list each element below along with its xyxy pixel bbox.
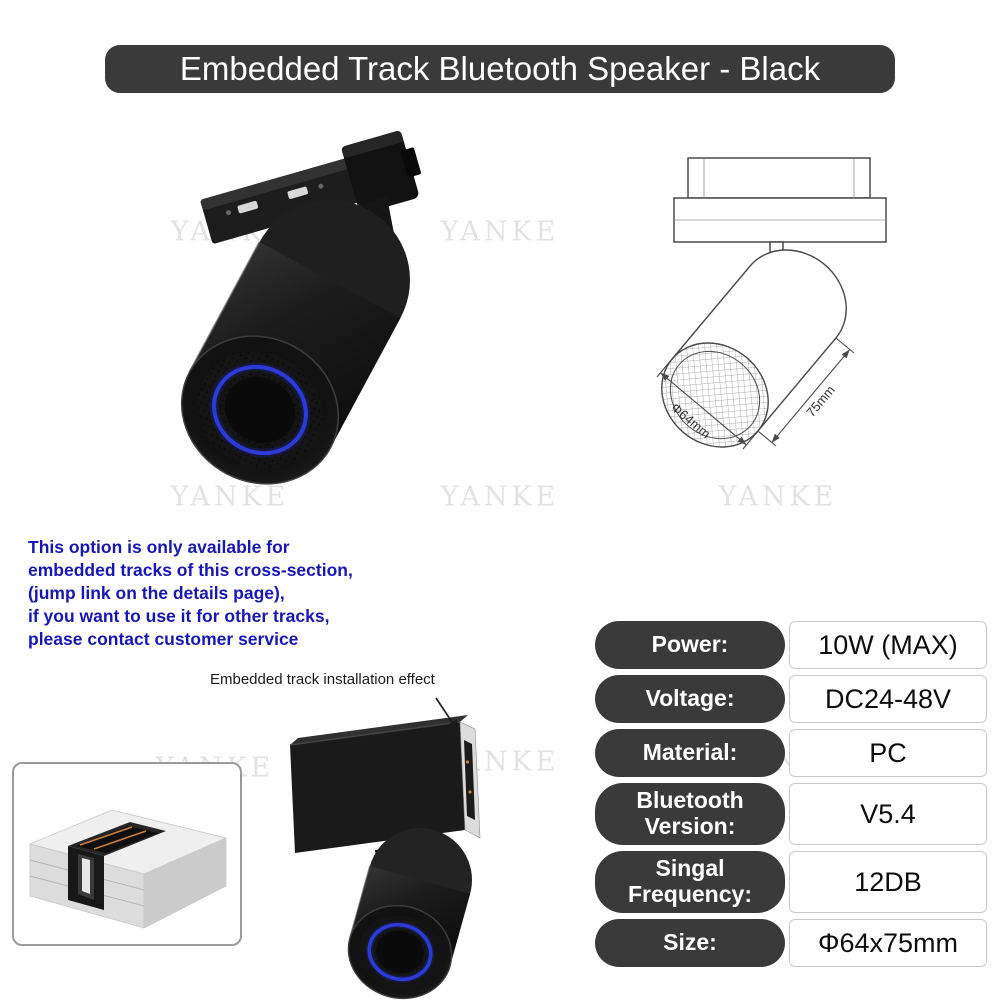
- spec-value: PC: [789, 729, 987, 777]
- availability-note: This option is only available for embedd…: [28, 536, 353, 651]
- spec-value: V5.4: [789, 783, 987, 845]
- copper-contact: [79, 826, 133, 846]
- diameter-dimension: [656, 358, 759, 450]
- note-line: please contact customer service: [28, 629, 299, 649]
- spec-label: Material:: [595, 729, 785, 777]
- track-body: [76, 826, 158, 853]
- spec-row-voltage: Voltage: DC24-48V: [595, 675, 987, 723]
- note-line: embedded tracks of this cross-section,: [28, 560, 353, 580]
- adapter-contact-slot: [237, 200, 259, 214]
- spec-label: Bluetooth Version:: [595, 783, 785, 845]
- watermark: YANKE: [440, 481, 560, 513]
- watermark: YANKE: [440, 216, 560, 248]
- blue-ring: [212, 364, 308, 456]
- product-photo-speaker: [180, 130, 421, 485]
- speaker-outline: [661, 249, 847, 448]
- spec-row-size: Size: Φ64x75mm: [595, 919, 987, 967]
- spec-label: Size:: [595, 919, 785, 967]
- spec-label: Voltage:: [595, 675, 785, 723]
- spec-value: Φ64x75mm: [789, 919, 987, 967]
- profile-right-face: [143, 837, 227, 929]
- spec-value: 10W (MAX): [789, 621, 987, 669]
- speaker-face: [347, 904, 453, 1000]
- track-cross-section-drawing: [28, 809, 228, 929]
- copper-contact: [93, 830, 147, 850]
- note-line: (jump link on the details page),: [28, 583, 285, 603]
- blue-ring: [367, 922, 433, 982]
- installation-caption: Embedded track installation effect: [210, 671, 435, 688]
- spec-row-power: Power: 10W (MAX): [595, 621, 987, 669]
- watermark: YANKE: [718, 481, 838, 513]
- title-banner: Embedded Track Bluetooth Speaker - Black: [105, 45, 895, 93]
- adapter-contact-slot: [287, 186, 309, 199]
- track-profile-outline: [673, 157, 887, 277]
- spec-value: 12DB: [789, 851, 987, 913]
- dimension-drawing: Φ64mm 75mm: [656, 157, 887, 450]
- spec-value: DC24-48V: [789, 675, 987, 723]
- page-title: Embedded Track Bluetooth Speaker - Black: [179, 50, 821, 87]
- watermark: YANKE: [170, 481, 290, 513]
- spec-table: Power: 10W (MAX) Voltage: DC24-48V Mater…: [595, 621, 987, 967]
- spec-row-material: Material: PC: [595, 729, 987, 777]
- track-adapter: [200, 130, 421, 244]
- spec-label: Power:: [595, 621, 785, 669]
- note-line: if you want to use it for other tracks,: [28, 606, 330, 626]
- track-cross-section-box: [12, 762, 242, 946]
- length-dimension: [757, 337, 855, 447]
- embedded-track-slab: [289, 715, 481, 853]
- installation-photo: [289, 715, 481, 1000]
- speaker-face: [180, 335, 340, 485]
- length-label: 75mm: [803, 382, 838, 419]
- spec-label: Singal Frequency:: [595, 851, 785, 913]
- spec-row-bluetooth-version: Bluetooth Version: V5.4: [595, 783, 987, 845]
- installation-arrow-icon: [435, 697, 461, 735]
- spec-row-signal-frequency: Singal Frequency: 12DB: [595, 851, 987, 913]
- note-line: This option is only available for: [28, 537, 290, 557]
